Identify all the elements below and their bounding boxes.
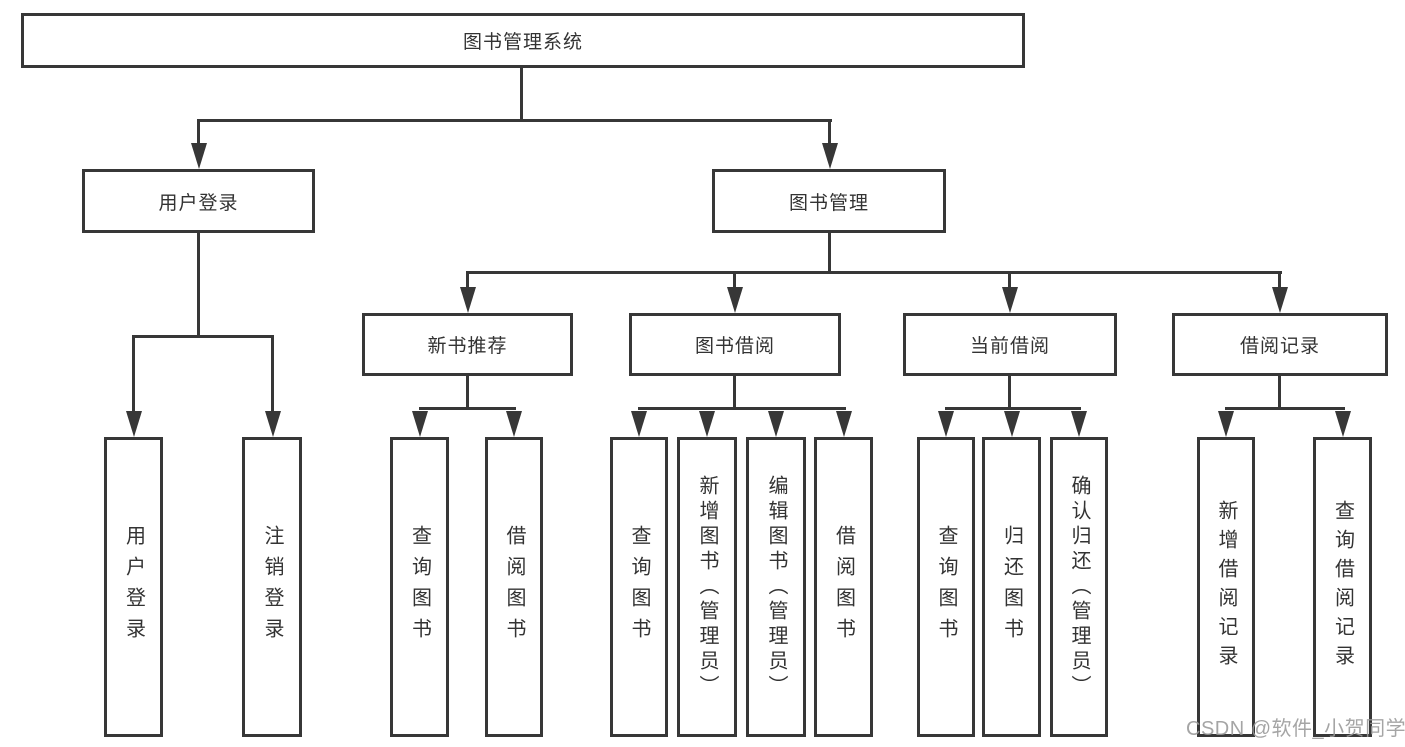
leaf-newbook-query-label: 查询图书 xyxy=(408,525,431,649)
connector xyxy=(1008,376,1011,410)
leaf-return-book: 归还图书 xyxy=(982,437,1041,737)
arrow-down-icon xyxy=(1004,411,1020,437)
connector xyxy=(133,335,274,338)
connector xyxy=(466,271,469,296)
connector xyxy=(197,119,200,159)
connector xyxy=(520,66,523,122)
connector xyxy=(198,119,832,122)
node-user-login: 用户登录 xyxy=(82,169,315,233)
leaf-borrow-add-book-label: 新增图书（管理员） xyxy=(696,474,718,700)
leaf-logout: 注销登录 xyxy=(242,437,302,737)
connector xyxy=(197,233,200,338)
node-book-management: 图书管理 xyxy=(712,169,946,233)
leaf-query-borrow-record-label: 查询借阅记录 xyxy=(1331,500,1354,674)
connector xyxy=(419,407,516,410)
leaf-add-borrow-record-label: 新增借阅记录 xyxy=(1215,500,1237,674)
leaf-borrow-book-label: 借阅图书 xyxy=(832,525,855,649)
connector xyxy=(1008,271,1011,296)
node-new-book-recommend: 新书推荐 xyxy=(362,313,573,376)
arrow-down-icon xyxy=(1335,411,1351,437)
connector xyxy=(733,376,736,410)
leaf-confirm-return: 确认归还（管理员） xyxy=(1050,437,1108,737)
leaf-add-borrow-record: 新增借阅记录 xyxy=(1197,437,1255,737)
connector xyxy=(1278,376,1281,410)
connector xyxy=(638,407,846,410)
connector xyxy=(828,233,831,274)
leaf-newbook-borrow-label: 借阅图书 xyxy=(503,525,525,649)
arrow-down-icon xyxy=(1272,287,1288,313)
leaf-borrow-add-book: 新增图书（管理员） xyxy=(677,437,737,737)
connector xyxy=(271,335,274,420)
arrow-down-icon xyxy=(1218,411,1234,437)
leaf-newbook-borrow: 借阅图书 xyxy=(485,437,543,737)
leaf-newbook-query: 查询图书 xyxy=(390,437,449,737)
arrow-down-icon xyxy=(1071,411,1087,437)
leaf-borrow-query-label: 查询图书 xyxy=(628,525,650,649)
arrow-down-icon xyxy=(460,287,476,313)
connector xyxy=(945,407,1081,410)
arrow-down-icon xyxy=(727,287,743,313)
leaf-confirm-return-label: 确认归还（管理员） xyxy=(1068,474,1090,700)
leaf-return-book-label: 归还图书 xyxy=(1000,525,1023,649)
leaf-current-query-label: 查询图书 xyxy=(935,525,957,649)
arrow-down-icon xyxy=(938,411,954,437)
arrow-down-icon xyxy=(631,411,647,437)
leaf-borrow-book: 借阅图书 xyxy=(814,437,873,737)
arrow-down-icon xyxy=(265,411,281,437)
csdn-watermark: CSDN @软件_小贺同学 xyxy=(1186,718,1405,740)
leaf-user-login: 用户登录 xyxy=(104,437,163,737)
connector xyxy=(1278,271,1281,296)
leaf-query-borrow-record: 查询借阅记录 xyxy=(1313,437,1372,737)
connector xyxy=(466,376,469,410)
connector xyxy=(828,119,831,159)
node-book-borrow: 图书借阅 xyxy=(629,313,841,376)
leaf-user-login-label: 用户登录 xyxy=(122,525,145,649)
connector xyxy=(733,271,736,296)
node-current-borrow: 当前借阅 xyxy=(903,313,1117,376)
arrow-down-icon xyxy=(836,411,852,437)
leaf-logout-label: 注销登录 xyxy=(261,525,283,649)
connector xyxy=(1225,407,1345,410)
leaf-borrow-edit-book-label: 编辑图书（管理员） xyxy=(765,474,787,700)
arrow-down-icon xyxy=(1002,287,1018,313)
node-borrow-records: 借阅记录 xyxy=(1172,313,1388,376)
arrow-down-icon xyxy=(126,411,142,437)
connector xyxy=(132,335,135,420)
node-root: 图书管理系统 xyxy=(21,13,1025,68)
leaf-borrow-query: 查询图书 xyxy=(610,437,668,737)
arrow-down-icon xyxy=(699,411,715,437)
connector xyxy=(467,271,1282,274)
leaf-current-query: 查询图书 xyxy=(917,437,975,737)
arrow-down-icon xyxy=(191,143,207,169)
arrow-down-icon xyxy=(768,411,784,437)
leaf-borrow-edit-book: 编辑图书（管理员） xyxy=(746,437,806,737)
arrow-down-icon xyxy=(412,411,428,437)
arrow-down-icon xyxy=(822,143,838,169)
arrow-down-icon xyxy=(506,411,522,437)
